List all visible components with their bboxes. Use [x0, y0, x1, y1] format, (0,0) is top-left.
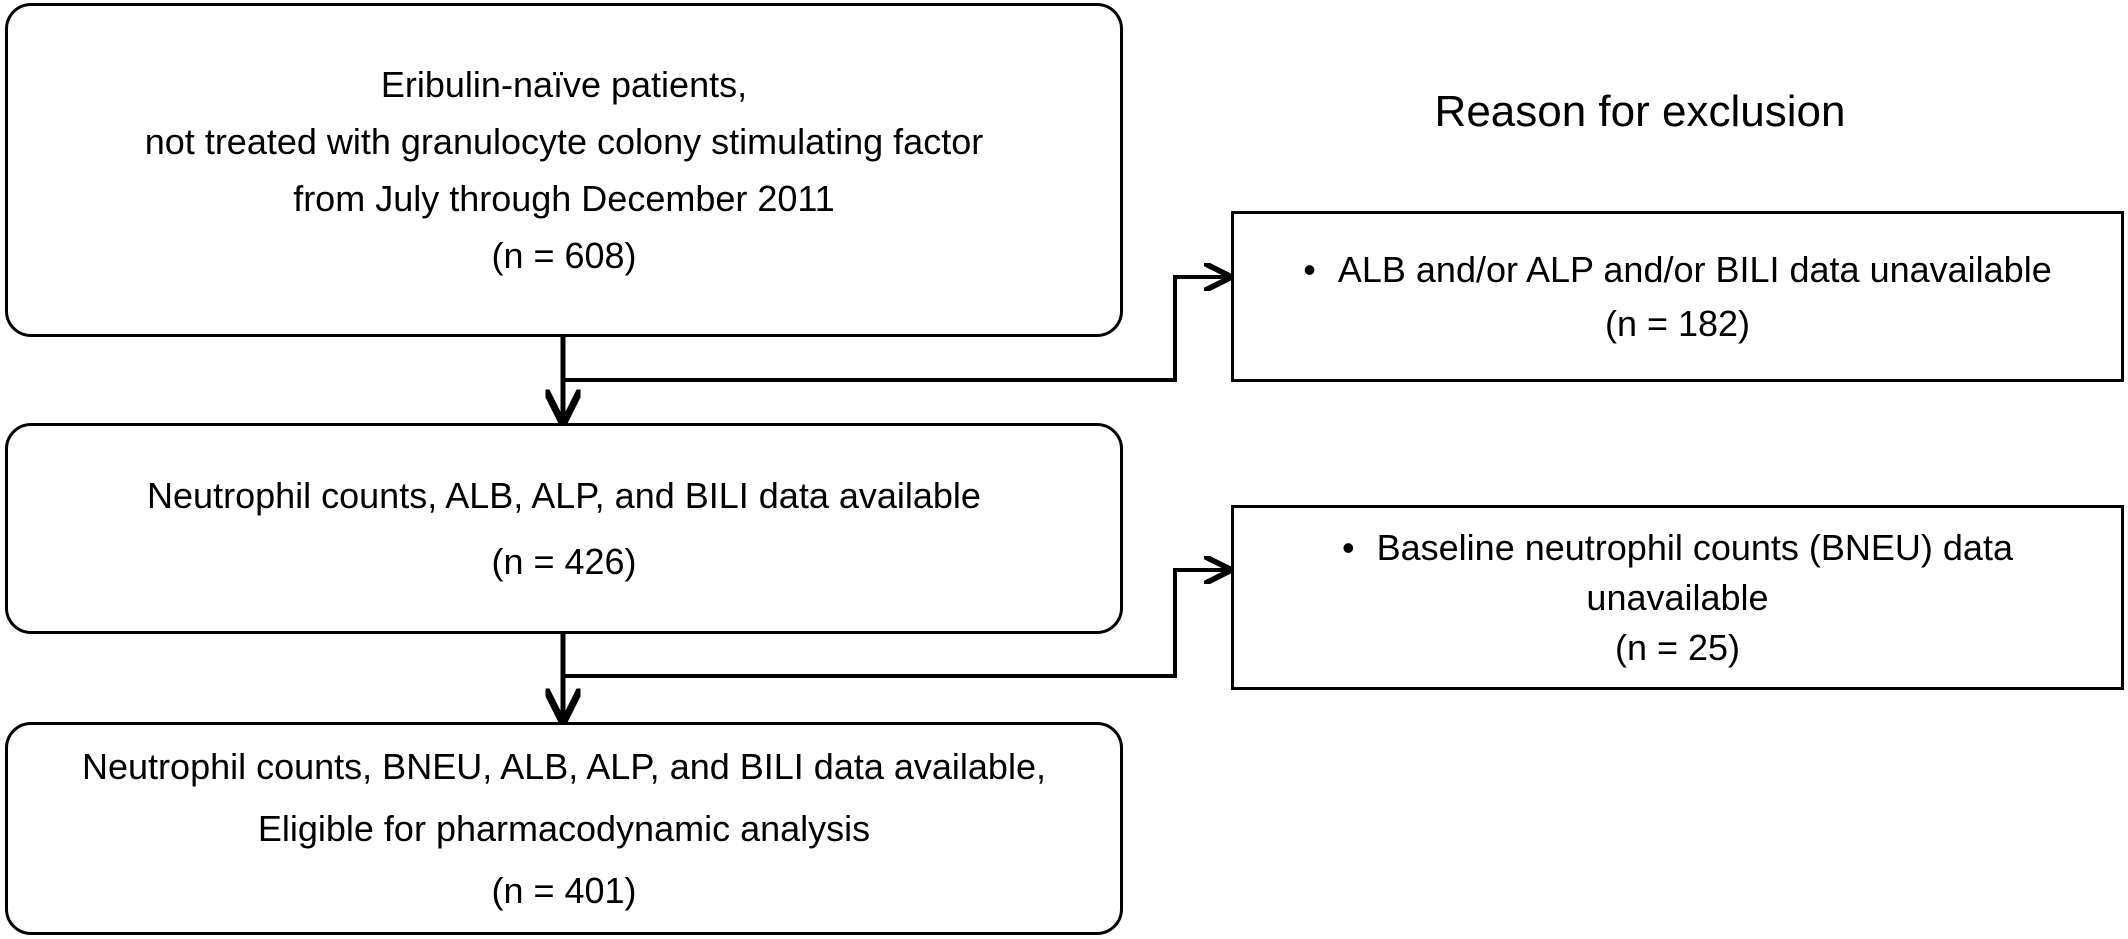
exclusion-reason-continued: unavailable	[1586, 576, 1769, 618]
final-cohort-count: (n = 401)	[491, 869, 637, 911]
exclusion-reason: ALB and/or ALP and/or BILI data unavaila…	[1303, 243, 2052, 297]
intermediate-cohort-box: Neutrophil counts, ALB, ALP, and BILI da…	[5, 423, 1123, 634]
exclusion-box-1: ALB and/or ALP and/or BILI data unavaila…	[1231, 211, 2124, 382]
exclusion-count: (n = 25)	[1614, 626, 1741, 668]
initial-cohort-line: not treated with granulocyte colony stim…	[144, 121, 984, 162]
initial-cohort-count: (n = 608)	[491, 235, 637, 276]
exclusion-count: (n = 182)	[1604, 302, 1751, 344]
initial-cohort-line: from July through December 2011	[293, 178, 835, 219]
branch-to-exclusion-1	[563, 277, 1229, 382]
initial-cohort-line: Eribulin-naïve patients,	[380, 64, 748, 105]
initial-cohort-box: Eribulin-naïve patients, not treated wit…	[5, 3, 1123, 337]
final-cohort-box: Neutrophil counts, BNEU, ALB, ALP, and B…	[5, 722, 1123, 935]
exclusion-box-2: Baseline neutrophil counts (BNEU) data u…	[1231, 505, 2124, 690]
exclusion-heading: Reason for exclusion	[1434, 87, 1846, 136]
branch-to-exclusion-2	[563, 570, 1229, 678]
intermediate-cohort-line: Neutrophil counts, ALB, ALP, and BILI da…	[147, 474, 981, 516]
final-cohort-line: Eligible for pharmacodynamic analysis	[257, 807, 871, 849]
final-cohort-line: Neutrophil counts, BNEU, ALB, ALP, and B…	[82, 745, 1046, 787]
intermediate-cohort-count: (n = 426)	[491, 540, 637, 582]
exclusion-reason: Baseline neutrophil counts (BNEU) data	[1342, 523, 2013, 573]
